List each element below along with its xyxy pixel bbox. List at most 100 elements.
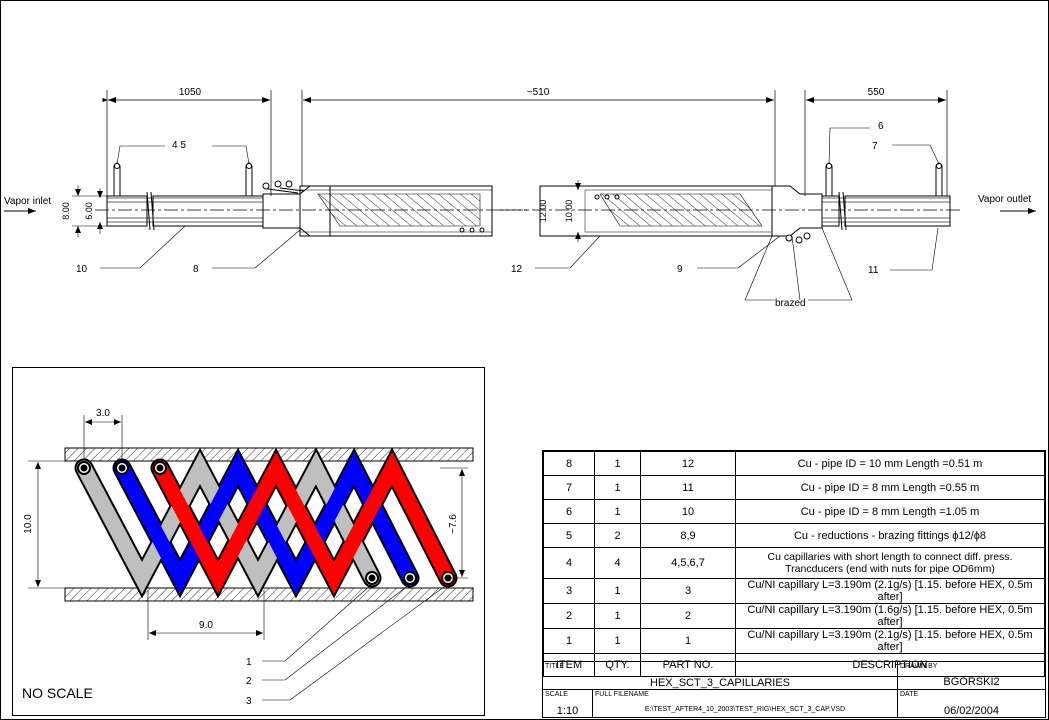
reduction-fitting-9	[771, 185, 823, 237]
bom-qty-cell: 1	[594, 578, 641, 604]
bom-item-cell: 7	[543, 475, 595, 500]
detail-callout-2: 2	[246, 676, 252, 687]
filename-cell: FULL FILENAME E:\TEST_AFTER4_10_2003\TES…	[592, 689, 898, 718]
vapor-outlet-label: Vapor outlet	[978, 194, 1031, 205]
date-cell: DATE 06/02/2004	[897, 689, 1046, 718]
scale-cell: SCALE 1:10	[542, 689, 593, 718]
no-scale-label: NO SCALE	[22, 685, 93, 701]
callout-11: 11	[868, 265, 879, 276]
detail-callout-3: 3	[246, 696, 252, 707]
capillary-blue	[114, 451, 418, 595]
assembly-view: 1050 ~510 550 8.00 6.00 12.00 10.00 Vapo…	[4, 87, 1036, 309]
bom-qty-cell: 2	[594, 523, 641, 548]
bom-desc-cell: Cu/NI capillary L=3.190m (2.1g/s) [1.15.…	[735, 578, 1045, 604]
bom-qty-cell: 4	[594, 547, 641, 579]
bom-header-item: ITEM	[543, 653, 595, 677]
bom-header-desc: DESCRIPTION	[735, 653, 1045, 677]
scale-value: 1:10	[556, 705, 579, 717]
capillary-red	[152, 451, 456, 595]
bom-part-cell: 2	[640, 603, 736, 629]
callout-7: 7	[872, 141, 878, 152]
dim-12: 12.00	[538, 200, 548, 223]
detail-view: 3.0 10.0 ~7.6 9.0 1 2 3 NO SCALE	[12, 367, 485, 716]
title-cell: TITLE HEX_SCT_3_CAPILLARIES	[542, 661, 898, 690]
dim-3-0: 3.0	[96, 408, 110, 419]
bom-qty-cell: 1	[594, 603, 641, 629]
bom-item-cell: 6	[543, 499, 595, 524]
dim-9-0: 9.0	[199, 620, 213, 631]
reduction-fitting-8	[262, 185, 331, 237]
dim-1050: 1050	[179, 87, 202, 98]
outlet-pipe	[844, 195, 951, 227]
inlet-pipe-segment	[106, 195, 148, 227]
callout-4-5: 4 5	[172, 140, 186, 151]
bom-qty-cell: 1	[594, 451, 641, 476]
bom-part-cell: 3	[640, 578, 736, 604]
title-label: TITLE	[545, 663, 565, 670]
detail-callout-1: 1	[246, 657, 252, 668]
bom-part-cell: 11	[640, 475, 736, 500]
pipe-wall-bottom	[64, 587, 474, 602]
date-value: 06/02/2004	[943, 705, 1000, 717]
dim-6: 6.00	[84, 202, 94, 220]
dim-8: 8.00	[61, 202, 71, 220]
callout-9: 9	[677, 264, 683, 275]
bom-item-cell: 1	[543, 628, 595, 654]
bom-item-cell: 2	[543, 603, 595, 629]
date-label: DATE	[900, 691, 919, 698]
bom-part-cell: 8,9	[640, 523, 736, 548]
scale-label: SCALE	[545, 691, 568, 698]
bom-desc-cell: Cu/NI capillary L=3.190m (1.6g/s) [1.15.…	[735, 603, 1045, 629]
bom-desc-cell: Cu - pipe ID = 8 mm Length =0.55 m	[735, 475, 1045, 500]
drawn-by-label: DRAWN BY	[900, 663, 938, 670]
filename-value: E:\TEST_AFTER4_10_2003\TEST_RIG\HEX_SCT_…	[644, 706, 846, 713]
dim-10: 10.00	[564, 200, 574, 223]
bom-item-cell: 8	[543, 451, 595, 476]
bom-desc-cell: Cu/NI capillary L=3.190m (2.1g/s) [1.15.…	[735, 628, 1045, 654]
drawn-by-value: BGORSKI2	[943, 676, 1000, 688]
bom-part-cell: 4,5,6,7	[640, 547, 736, 579]
callout-10: 10	[76, 264, 88, 275]
callout-8: 8	[193, 264, 199, 275]
bom-item-cell: 5	[543, 523, 595, 548]
dim-550: 550	[868, 87, 885, 98]
bom-desc-cell: Cu - reductions - brazing fittings ϕ12/ϕ…	[735, 523, 1045, 548]
inlet-pipe	[152, 195, 264, 227]
callout-6: 6	[878, 121, 884, 132]
title-value: HEX_SCT_3_CAPILLARIES	[649, 677, 790, 689]
bom-desc-cell: Cu - pipe ID = 8 mm Length =1.05 m	[735, 499, 1045, 524]
dim-10-0: 10.0	[23, 514, 34, 534]
pipe-wall-top	[64, 447, 474, 462]
bom-desc-cell: Cu - pipe ID = 10 mm Length =0.51 m	[735, 451, 1045, 476]
brazed-label: brazed	[775, 298, 806, 309]
bom-qty-cell: 1	[594, 475, 641, 500]
capillary-grey	[76, 451, 380, 595]
bom-item-cell: 3	[543, 578, 595, 604]
bom-qty-cell: 1	[594, 628, 641, 654]
bom-part-cell: 1	[640, 628, 736, 654]
bom-part-cell: 10	[640, 499, 736, 524]
bom-qty-cell: 1	[594, 499, 641, 524]
dim-7-6: ~7.6	[448, 514, 459, 534]
vapor-inlet-label: Vapor inlet	[4, 196, 51, 207]
detail-frame	[12, 367, 485, 716]
bom-part-cell: 12	[640, 451, 736, 476]
callout-12: 12	[511, 264, 523, 275]
drawn-by-cell: DRAWN BY BGORSKI2	[897, 661, 1046, 690]
bom-header-part: PART NO.	[640, 653, 736, 677]
bom-desc-cell: Cu capillaries with short length to conn…	[735, 547, 1045, 579]
filename-label: FULL FILENAME	[595, 691, 649, 698]
bom-item-cell: 4	[543, 547, 595, 579]
